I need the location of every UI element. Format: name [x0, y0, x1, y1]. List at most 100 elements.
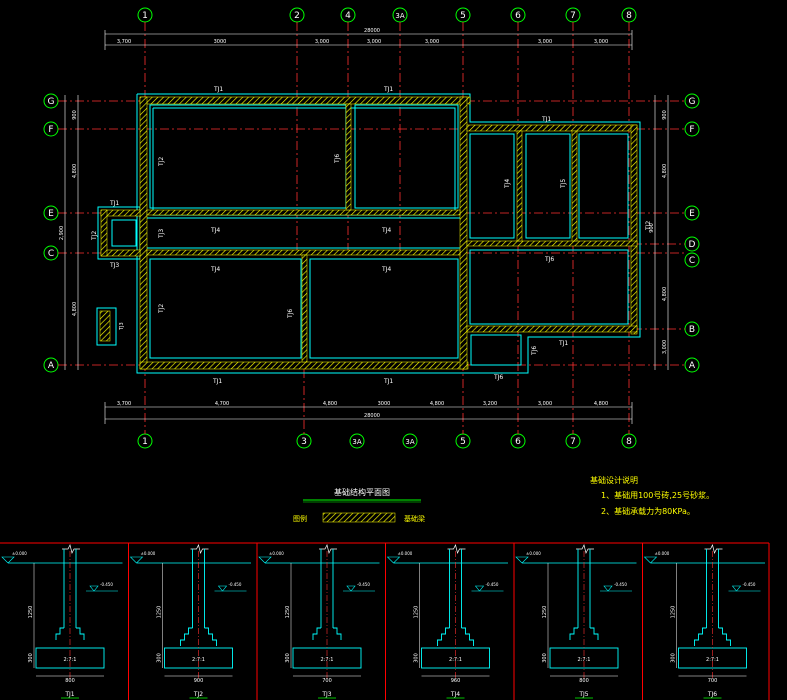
dim-top-seg: 3,000 [367, 39, 381, 45]
section-outdoor-level: -0.450 [614, 582, 627, 587]
axis-bubble-right-b: B [684, 321, 700, 337]
axis-label: C [689, 256, 695, 266]
axis-label: 1 [142, 437, 148, 447]
notes-line-1: 1、基础用100号砖,25号砂浆。 [601, 490, 714, 500]
axis-bubble-right-d: D [684, 236, 700, 252]
section-label: TJ5 [578, 691, 588, 698]
dim-bottom-seg: 4,800 [323, 401, 337, 407]
axis-label: C [48, 249, 54, 259]
bottom-axis-bubbles: 1 3 3A 3A 5 6 7 8 [137, 433, 637, 449]
section-label: TJ1 [64, 691, 74, 698]
axis-bubble-right-a: A [684, 357, 700, 373]
beam-label-tj3: TJ3 [119, 322, 125, 331]
section-outdoor-level: -0.450 [743, 582, 756, 587]
beam-label-tj3: TJ3 [109, 262, 119, 269]
axis-bubble-right-g: G [684, 93, 700, 109]
axis-bubble-bottom-6: 6 [510, 433, 526, 449]
right-axis-bubbles: G F E D C B A [684, 93, 700, 373]
section-width: 900 [194, 678, 204, 684]
dim-top-seg: 3000 [214, 39, 227, 45]
dim-bottom-seg: 4,800 [594, 401, 608, 407]
axis-label: E [689, 209, 695, 219]
axis-label: B [689, 325, 695, 335]
dim-left-seg: 4,800 [72, 302, 78, 316]
foundation-sections: 2:7:11250300800TJ1±0.000-0.4502:7:112503… [0, 542, 770, 700]
dim-top-seg: 3,000 [315, 39, 329, 45]
top-axis-bubbles: 1 2 4 3A 5 6 7 8 [137, 7, 637, 23]
dim-right-seg: 4,800 [662, 287, 668, 301]
axis-bubble-left-c: C [43, 245, 59, 261]
section-ground-level: ±0.000 [398, 551, 413, 556]
section-ground-level: ±0.000 [269, 551, 284, 556]
axis-label: 3A [405, 438, 414, 446]
dim-total-top: 28000 [364, 28, 380, 34]
axis-label: F [689, 125, 694, 135]
dim-top-seg: 3,000 [425, 39, 439, 45]
section-outdoor-level: -0.450 [229, 582, 242, 587]
dim-left-seg: 900 [72, 110, 78, 120]
section-width: 960 [451, 678, 461, 684]
beam-label-tj4: TJ4 [381, 266, 391, 273]
axis-bubble-bottom-8: 8 [621, 433, 637, 449]
axis-label: G [689, 97, 696, 107]
beam-label-tj6: TJ6 [544, 256, 554, 263]
beam-label-tj4: TJ4 [381, 227, 391, 234]
section-base-height: 300 [285, 653, 291, 663]
dim-bottom-seg: 3,000 [538, 401, 552, 407]
beam-label-tj6: TJ6 [334, 154, 341, 164]
axis-bubble-top-2: 2 [289, 7, 305, 23]
beam-label-tj1: TJ1 [109, 200, 119, 207]
section-width: 700 [708, 678, 718, 684]
section-height: 1250 [157, 606, 163, 619]
section-height: 1250 [414, 606, 420, 619]
dim-top-seg: 3,700 [117, 39, 131, 45]
section-height: 1250 [671, 606, 677, 619]
section-pad-label: 2:7:1 [321, 657, 334, 663]
axis-bubble-left-a: A [43, 357, 59, 373]
right-dimensions: 900 4,800 900 4,800 3,000 [649, 95, 669, 370]
axis-bubble-top-4: 4 [340, 7, 356, 23]
section-ground-level: ±0.000 [526, 551, 541, 556]
axis-label: A [48, 361, 55, 371]
beam-label-tj5: TJ5 [560, 179, 567, 189]
left-axis-bubbles: G F E C A [43, 93, 59, 373]
dim-top-seg: 3,000 [594, 39, 608, 45]
section-height: 1250 [28, 606, 34, 619]
section-width: 800 [579, 678, 589, 684]
section-ground-level: ±0.000 [12, 551, 27, 556]
axis-bubble-bottom-7: 7 [565, 433, 581, 449]
section-pad-label: 2:7:1 [192, 657, 205, 663]
beam-label-tj1: TJ1 [383, 86, 393, 93]
notes-line-2: 2、基础承载力为80KPa。 [601, 506, 695, 516]
beam-label-tj2: TJ2 [645, 221, 652, 231]
axis-bubble-bottom-1: 1 [137, 433, 153, 449]
beam-label-tj2: TJ2 [158, 304, 165, 314]
axis-bubble-right-e: E [684, 205, 700, 221]
dim-top-seg: 3,000 [538, 39, 552, 45]
beam-label-tj6: TJ6 [287, 309, 294, 319]
section-outdoor-level: -0.450 [100, 582, 113, 587]
beam-label-tj1: TJ1 [213, 86, 223, 93]
axis-label: D [689, 240, 696, 250]
beam-label-tj4: TJ4 [504, 179, 511, 189]
section-pad-label: 2:7:1 [449, 657, 462, 663]
beam-label-tj1: TJ1 [383, 378, 393, 385]
beam-label-tj3: TJ3 [158, 229, 165, 239]
axis-bubble-top-7: 7 [565, 7, 581, 23]
axis-bubble-bottom-5: 5 [455, 433, 471, 449]
axis-bubble-right-c: C [684, 252, 700, 268]
section-label: TJ2 [193, 691, 203, 698]
legend-hatch-swatch [322, 512, 396, 523]
plan-title: 基础结构平面图 [334, 487, 390, 497]
axis-bubble-right-f: F [684, 121, 700, 137]
axis-label: 5 [460, 437, 466, 447]
section-width: 700 [322, 678, 332, 684]
axis-label: F [48, 125, 53, 135]
beam-label-tj6: TJ6 [493, 374, 503, 381]
section-pad-label: 2:7:1 [64, 657, 77, 663]
axis-label: 3A [352, 438, 361, 446]
